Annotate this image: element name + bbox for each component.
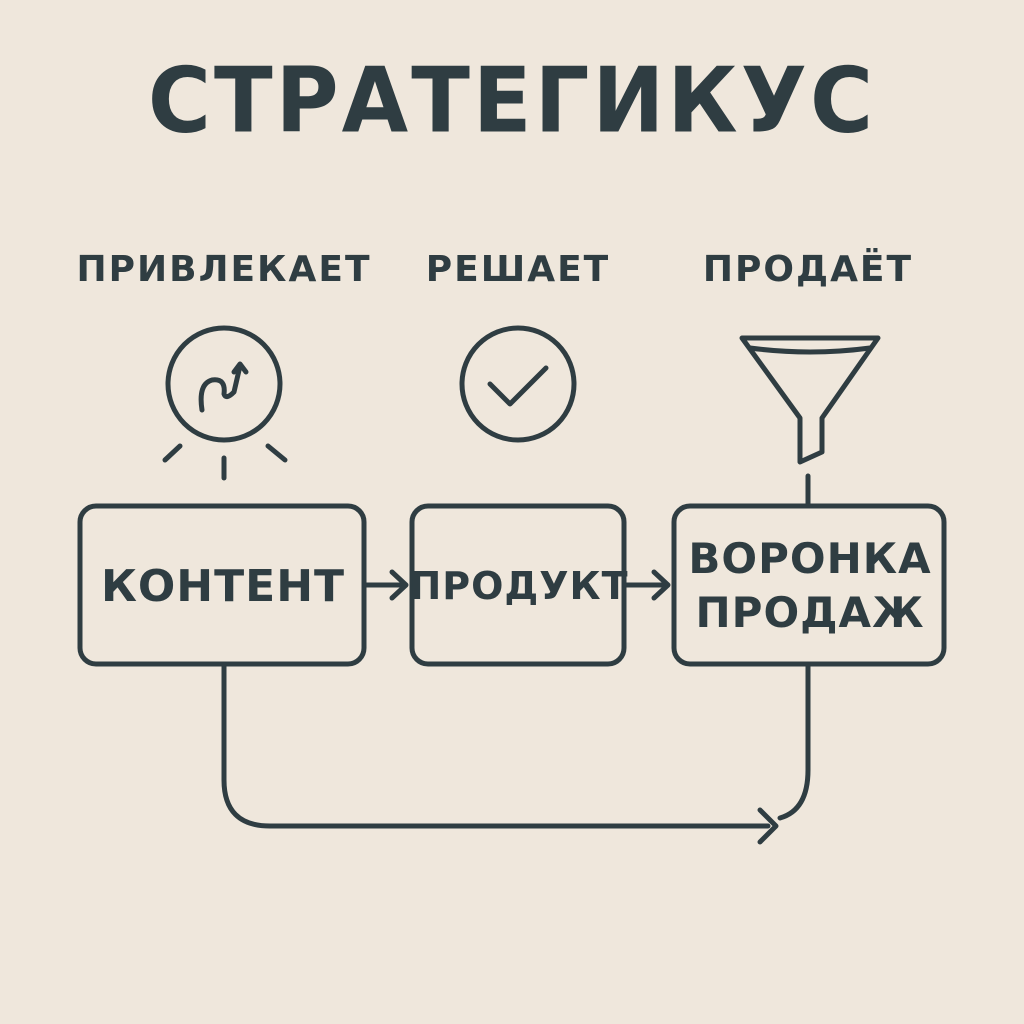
attraction-icon <box>162 325 288 481</box>
arrow-content-to-product <box>361 569 409 601</box>
stage-label-attracts: ПРИВЛЕКАЕТ <box>76 249 372 290</box>
sales-funnel-box-label: ВОРОНКА ПРОДАЖ <box>676 508 944 664</box>
product-box-label: ПРОДУКТ <box>409 564 629 608</box>
feedback-loop-arrow <box>221 661 811 845</box>
funnel-icon <box>739 335 881 509</box>
arrow-product-to-funnel <box>621 569 671 601</box>
stage-label-solves: РЕШАЕТ <box>425 249 611 290</box>
check-circle-icon <box>459 325 577 443</box>
sales-funnel-line-2: ПРОДАЖ <box>695 588 925 637</box>
diagram-title: СТРАТЕГИКУС <box>147 48 877 154</box>
sales-funnel-line-1: ВОРОНКА <box>688 534 932 583</box>
content-box-label: КОНТЕНТ <box>100 560 346 612</box>
stage-label-sells: ПРОДАЁТ <box>702 249 914 290</box>
